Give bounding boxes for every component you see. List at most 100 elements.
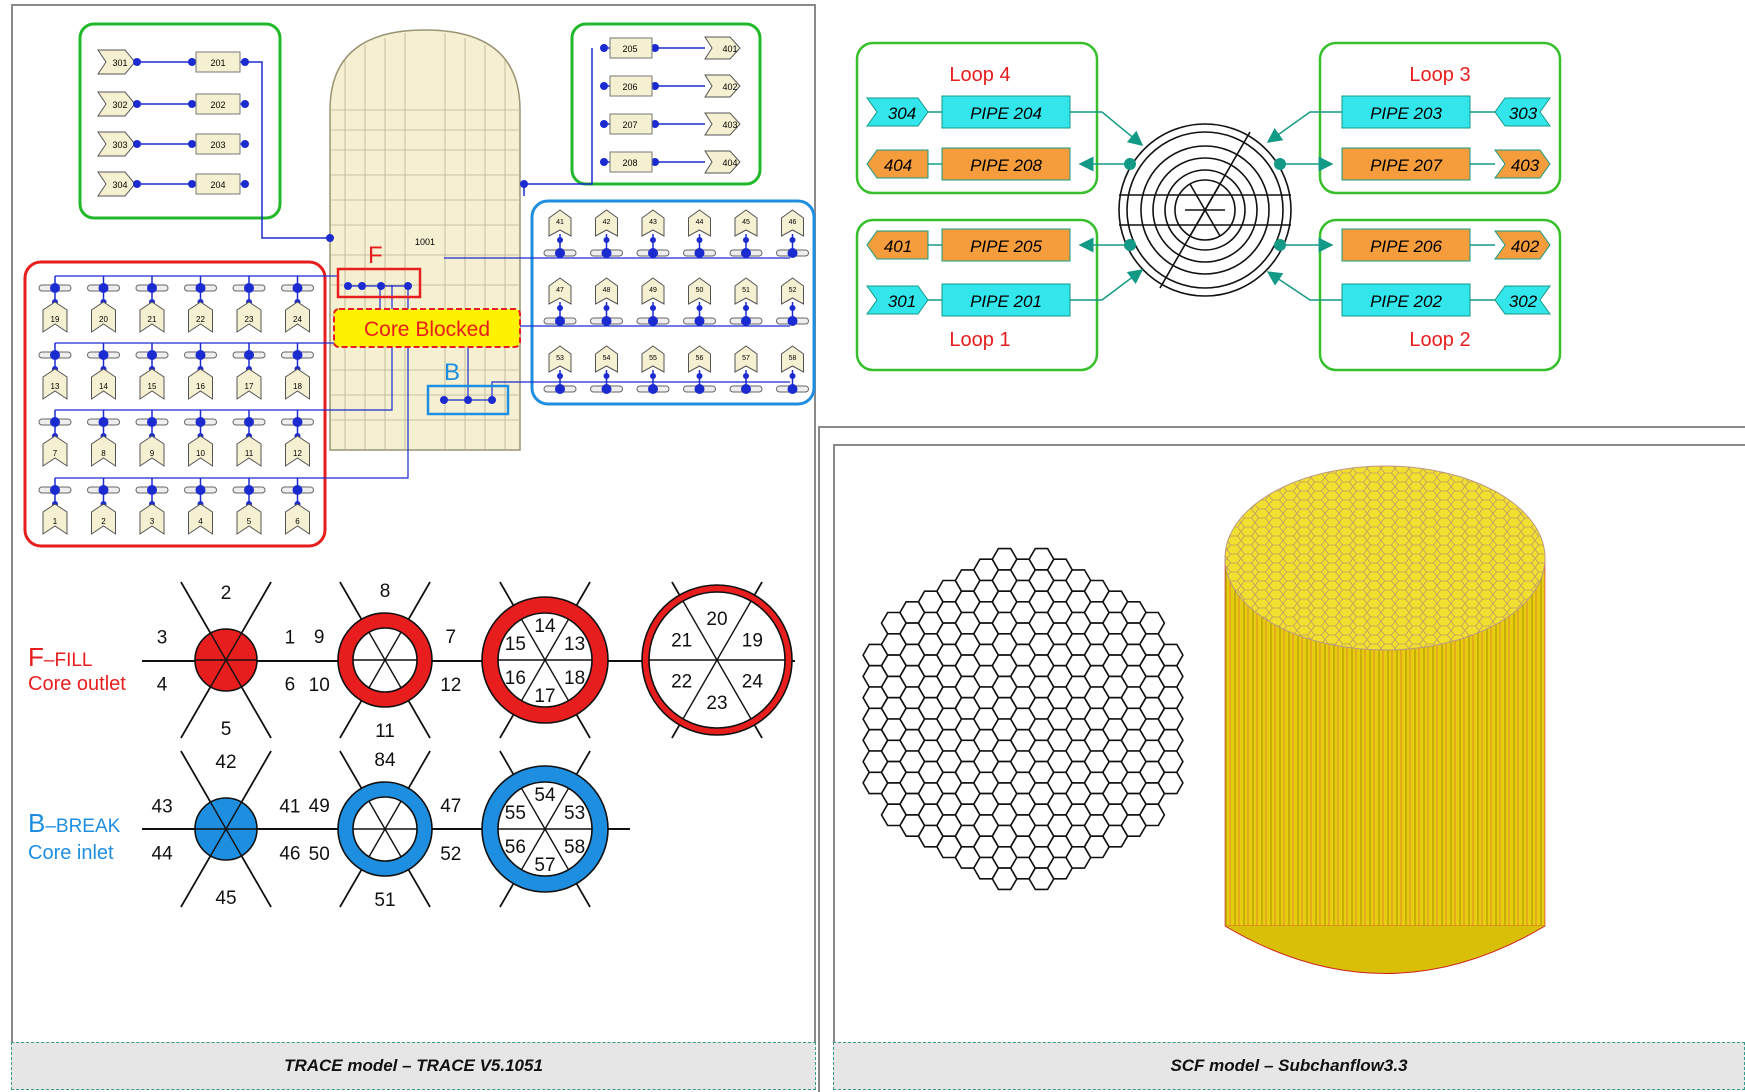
inlet-row-1: 301 201 xyxy=(98,50,249,74)
fill-component-label: 16 xyxy=(196,382,205,391)
svg-text:205: 205 xyxy=(622,44,637,54)
disc-label: 17 xyxy=(534,686,555,707)
fill-component: 12 xyxy=(282,410,314,466)
break-component-label: 50 xyxy=(696,287,704,294)
svg-text:403: 403 xyxy=(722,120,737,130)
svg-text:301: 301 xyxy=(888,292,916,311)
break-component-label: 51 xyxy=(742,287,750,294)
svg-text:PIPE 204: PIPE 204 xyxy=(970,104,1042,123)
fill-component: 6 xyxy=(282,478,314,534)
svg-text:402: 402 xyxy=(1511,237,1540,256)
break-component: 47 xyxy=(544,278,576,326)
hex-cell xyxy=(1158,730,1183,751)
svg-text:Core inlet: Core inlet xyxy=(28,842,114,864)
svg-text:404: 404 xyxy=(884,156,912,175)
trace-model-caption-text: TRACE model – TRACE V5.1051 xyxy=(284,1056,543,1076)
hex-cell xyxy=(1140,613,1165,634)
loop-1: 401 PIPE 205 301 PIPE 201 Loop 1 xyxy=(867,229,1070,351)
fill-component: 2 xyxy=(88,478,120,534)
hex-cell xyxy=(1158,751,1183,772)
fill-component-label: 3 xyxy=(150,517,155,526)
break-component-label: 53 xyxy=(556,355,564,362)
break-component: 56 xyxy=(684,346,716,394)
disc-label: 46 xyxy=(279,843,300,864)
fill-component: 9 xyxy=(136,410,168,466)
fill-component: 1 xyxy=(39,478,71,534)
svg-text:404: 404 xyxy=(722,158,737,168)
disc-label: 20 xyxy=(706,609,727,630)
break-legend: B–BREAK Core inlet xyxy=(28,808,121,864)
fill-component-label: 5 xyxy=(247,517,252,526)
disc-label: 4 xyxy=(157,674,168,695)
break-component: 46 xyxy=(777,210,809,258)
disc-label: 18 xyxy=(564,668,585,689)
disc-label: 1 xyxy=(285,628,296,649)
disc-label: 50 xyxy=(309,844,330,865)
break-component-label: 48 xyxy=(603,287,611,294)
scf-model-caption: SCF model – Subchanflow3.3 xyxy=(833,1042,1745,1090)
fill-component-label: 18 xyxy=(293,382,302,391)
svg-text:202: 202 xyxy=(210,100,225,110)
disc-label: 49 xyxy=(309,796,330,817)
svg-text:201: 201 xyxy=(210,58,225,68)
fill-component-label: 13 xyxy=(51,382,60,391)
svg-text:303: 303 xyxy=(1509,104,1538,123)
break-component: 48 xyxy=(591,278,623,326)
break-component: 57 xyxy=(730,346,762,394)
fill-component: 11 xyxy=(233,410,265,466)
break-component: 45 xyxy=(730,210,762,258)
fill-component: 23 xyxy=(233,276,265,332)
break-component: 53 xyxy=(544,346,576,394)
break-component-label: 43 xyxy=(649,219,657,226)
svg-text:Loop 1: Loop 1 xyxy=(949,329,1010,351)
break-component: 51 xyxy=(730,278,762,326)
disc-label: 45 xyxy=(215,888,236,909)
disc-label: 15 xyxy=(505,634,526,655)
fill-component: 20 xyxy=(88,276,120,332)
trace-nodalization: 1001 301 201 302 202 303 203 304 204 xyxy=(0,0,820,1060)
break-grid: 414243444546474849505152535455565758 xyxy=(544,210,809,394)
disc-label: 8 xyxy=(380,581,391,602)
fill-component: 3 xyxy=(136,478,168,534)
fill-component-label: 15 xyxy=(148,382,157,391)
inlet-row-3: 303 203 xyxy=(98,132,249,156)
disc-label: 12 xyxy=(440,675,461,696)
break-component: 58 xyxy=(777,346,809,394)
fill-component-label: 7 xyxy=(53,449,58,458)
fill-component-label: 24 xyxy=(293,315,302,324)
break-component: 42 xyxy=(591,210,623,258)
inlet-row-2: 302 202 xyxy=(98,92,249,116)
break-component-label: 57 xyxy=(742,355,750,362)
svg-text:401: 401 xyxy=(722,44,737,54)
disc-label: 42 xyxy=(215,752,236,773)
disc-label: 13 xyxy=(564,634,585,655)
hex-subchannel-grid xyxy=(863,549,1183,890)
fill-component: 16 xyxy=(185,343,217,399)
disc-label: 3 xyxy=(157,628,168,649)
fill-component: 18 xyxy=(282,343,314,399)
hex-cell xyxy=(1140,804,1165,825)
disc-label: 19 xyxy=(742,631,763,652)
fill-component: 8 xyxy=(88,410,120,466)
scf-subchannel-figures xyxy=(835,446,1740,1040)
disc-label: 41 xyxy=(279,797,300,818)
svg-text:303: 303 xyxy=(112,140,127,150)
fill-component: 5 xyxy=(233,478,265,534)
fill-component-label: 23 xyxy=(245,315,254,324)
fill-component-label: 14 xyxy=(99,382,108,391)
fill-component-label: 10 xyxy=(196,449,205,458)
loop-diagram: Loop 4 304 PIPE 204 404 PIPE 208 Loop 3 … xyxy=(840,30,1740,390)
fill-component-label: 6 xyxy=(295,517,300,526)
svg-text:401: 401 xyxy=(884,237,912,256)
hex-cell xyxy=(1158,772,1183,793)
fill-component-label: 22 xyxy=(196,315,205,324)
disc-label: 2 xyxy=(221,583,232,604)
break-component-label: 58 xyxy=(789,355,797,362)
svg-text:403: 403 xyxy=(1511,156,1540,175)
break-component: 49 xyxy=(637,278,669,326)
inlet-row-4: 304 204 xyxy=(98,172,249,196)
